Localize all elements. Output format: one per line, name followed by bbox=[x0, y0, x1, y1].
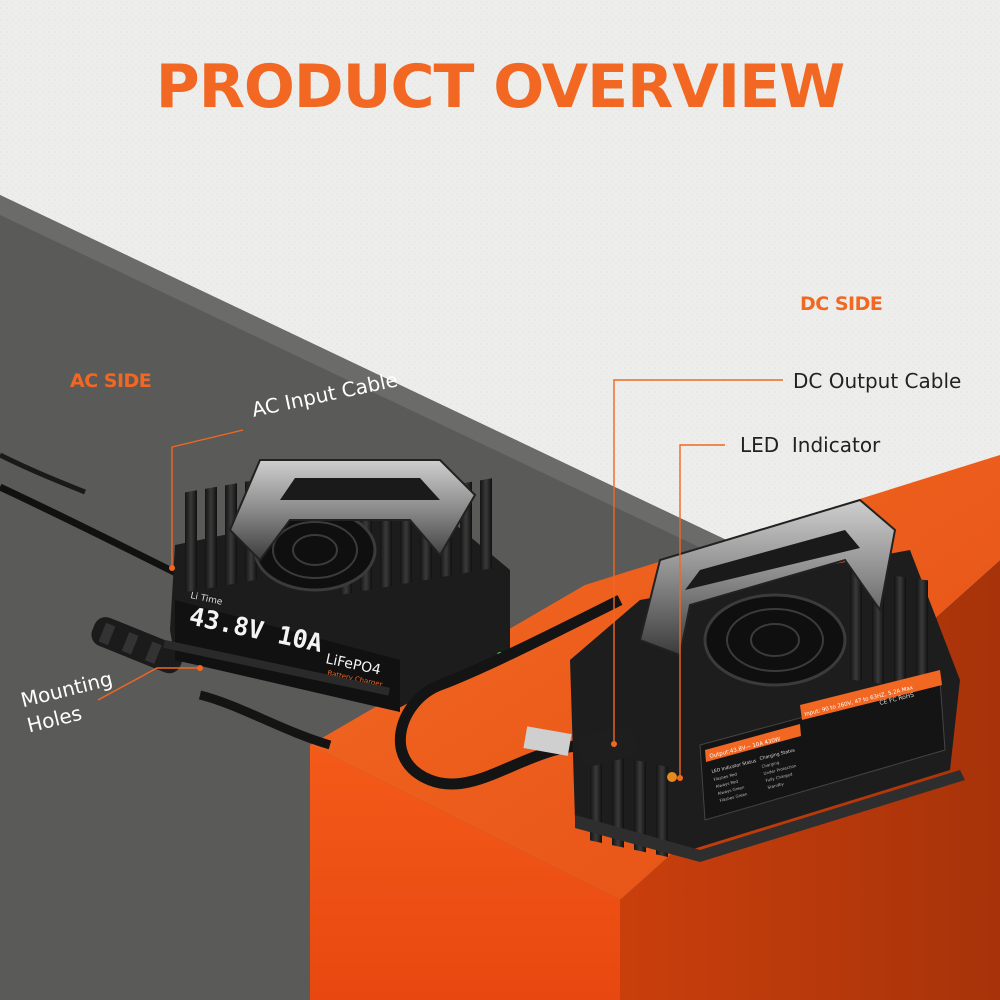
ac-charger: Li Time 43.8V 10A LiFePO4 Battery Charge… bbox=[163, 459, 510, 712]
dc-led-row-2: Always Red bbox=[715, 778, 739, 789]
mounting-holes-leader bbox=[97, 667, 200, 701]
dc-mounting-tab bbox=[523, 726, 572, 756]
ac-mounting-foot bbox=[163, 640, 390, 696]
dc-led-row-3: Always Green bbox=[717, 784, 745, 796]
dc-output-cable-label: DC Output Cable bbox=[793, 369, 962, 393]
callout-lines bbox=[97, 379, 783, 776]
ac-connector bbox=[91, 617, 332, 750]
orange-box-front bbox=[310, 745, 620, 1000]
dc-side-tag: DC SIDE bbox=[800, 293, 883, 315]
dc-led-row-1: Flashes Red bbox=[713, 771, 738, 782]
dc-fan-guard bbox=[703, 593, 847, 687]
led-leader bbox=[679, 444, 725, 776]
page-title: PRODUCT OVERVIEW bbox=[155, 52, 846, 122]
dc-status-row-3: Fully Charged bbox=[765, 771, 793, 783]
ac-cable-2 bbox=[0, 452, 86, 495]
dc-output-leader bbox=[613, 379, 783, 742]
dc-output-strip bbox=[705, 724, 801, 762]
callout-dots bbox=[169, 565, 683, 781]
dc-cable-gland bbox=[578, 724, 637, 767]
led-indicator-label: LED Indicator bbox=[740, 433, 881, 457]
ac-input-leader bbox=[171, 429, 244, 567]
ac-input-cable bbox=[0, 483, 182, 579]
dc-led bbox=[667, 772, 677, 782]
dc-led-row-4: Flashes Green bbox=[719, 791, 748, 803]
dc-charger: Input: 90 to 260V, 47 to 63HZ, 5.2A Max … bbox=[523, 498, 965, 862]
dc-charger-fins bbox=[590, 569, 928, 857]
dc-output-cable bbox=[395, 595, 623, 790]
dc-input-strip bbox=[800, 670, 942, 720]
dc-status-row-1: Charging bbox=[761, 760, 780, 769]
ac-side-tag: AC SIDE bbox=[70, 370, 152, 392]
dc-status-row-4: Standby bbox=[767, 781, 785, 790]
